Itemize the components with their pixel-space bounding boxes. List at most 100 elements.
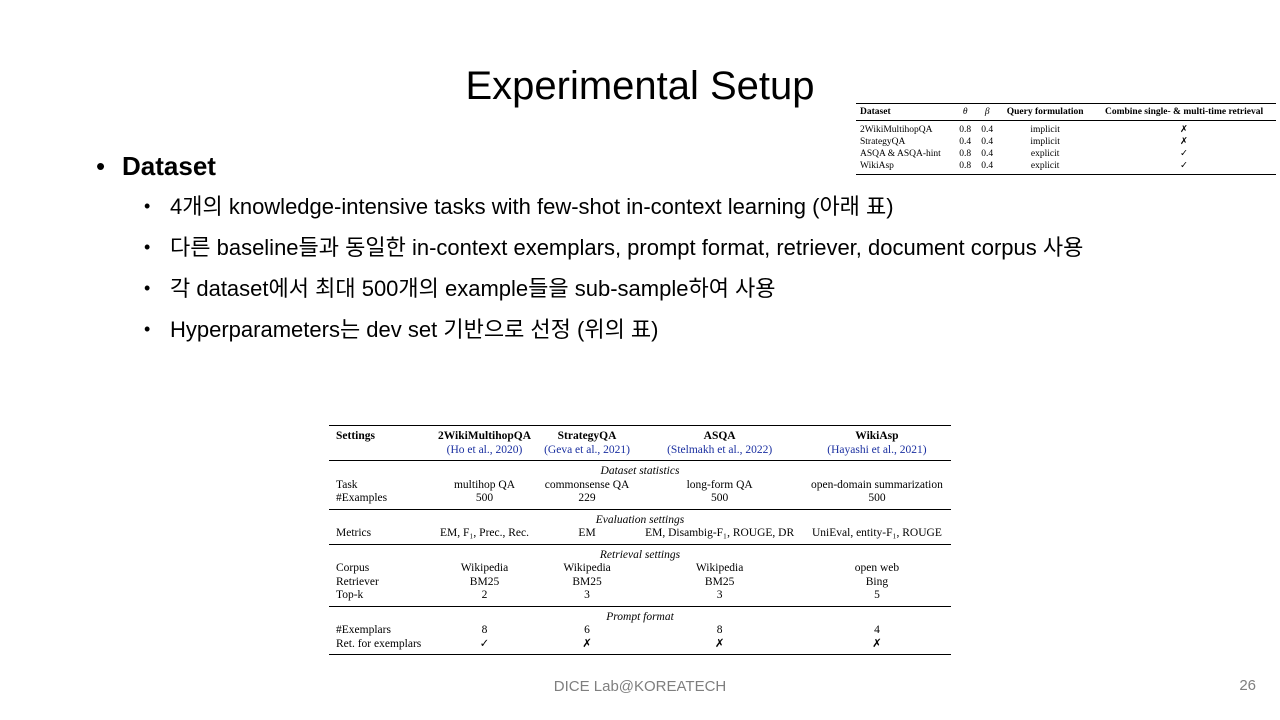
table-cell: Wikipedia <box>460 562 509 574</box>
mini-cell: ✓ <box>1092 160 1276 175</box>
section-prompt-format: Prompt format <box>606 610 674 623</box>
table-cell: 500 <box>431 492 538 510</box>
table-cell: 8 <box>716 624 723 636</box>
header-asqa: ASQA <box>636 425 803 444</box>
mini-cell: 0.4 <box>959 137 972 147</box>
mini-cell: implicit <box>1030 137 1060 147</box>
table-cell: 6 <box>584 624 590 636</box>
mini-cell: 0.4 <box>981 125 994 135</box>
page-number: 26 <box>1239 677 1256 694</box>
bullet-dot: • <box>144 319 151 339</box>
table-cell: 4 <box>874 624 880 636</box>
bullet-list: • Dataset • 4개의 knowledge-intensive task… <box>96 148 1186 354</box>
table-cell: long-form QA <box>686 478 753 491</box>
section-row: Dataset statistics <box>329 461 951 479</box>
row-label: Metrics <box>329 527 432 545</box>
bullet-dot: • <box>144 196 151 216</box>
mini-cell: StrategyQA <box>860 137 906 147</box>
table-cell: Wikipedia <box>695 562 744 574</box>
header-2wiki: 2WikiMultihopQA <box>431 425 538 444</box>
sub-bullet: • 4개의 knowledge-intensive tasks with few… <box>144 190 1186 223</box>
table-row: Retriever BM25 BM25 BM25 Bing <box>329 576 951 590</box>
mini-cell: explicit <box>998 160 1093 175</box>
table-row: Ret. for exemplars ✓ ✗ ✗ ✗ <box>329 637 951 655</box>
table-row: Task multihop QA commonsense QA long-for… <box>329 479 951 493</box>
sub-bullet: • 다른 baseline들과 동일한 in-context exemplars… <box>144 231 1186 264</box>
citation-cell: (Stelmakh et al., 2022) <box>636 443 803 461</box>
table-cell: 500 <box>636 492 803 510</box>
table-cell: 3 <box>537 589 637 607</box>
row-label: Ret. for exemplars <box>329 637 432 655</box>
table-cell: 8 <box>481 624 488 636</box>
table-row: #Examples 500 229 500 500 <box>329 492 951 510</box>
section-evaluation-settings: Evaluation settings <box>595 513 685 526</box>
table-cell: ✗ <box>802 637 951 655</box>
table-cell: multihop QA <box>453 478 515 491</box>
table-cell: 5 <box>802 589 951 607</box>
row-label: #Exemplars <box>336 624 391 636</box>
table-cell: EM <box>537 527 637 545</box>
table-row: Corpus Wikipedia Wikipedia Wikipedia ope… <box>329 562 951 576</box>
header-strategyqa: StrategyQA <box>537 425 637 444</box>
row-label: Top-k <box>329 589 432 607</box>
section-row: Retrieval settings <box>329 544 951 562</box>
sub-bullet-text: Hyperparameters는 dev set 기반으로 선정 (위의 표) <box>170 317 659 342</box>
slide-title: Experimental Setup <box>465 64 815 108</box>
mini-cell: ✗ <box>1180 125 1189 135</box>
table-cell: Bing <box>865 575 889 588</box>
table-cell: 3 <box>636 589 803 607</box>
section-dataset-statistics: Dataset statistics <box>600 465 680 477</box>
mini-cell: explicit <box>1030 149 1060 159</box>
header-wikiasp: WikiAsp <box>802 425 951 444</box>
table-cell: UniEval, entity-F₁, ROUGE <box>802 527 951 545</box>
table-cell: 500 <box>802 492 951 510</box>
table-cell: Wikipedia <box>563 562 611 574</box>
mini-cell: ✓ <box>1180 149 1189 159</box>
sub-bullet: • 각 dataset에서 최대 500개의 example들을 sub-sam… <box>144 272 1186 305</box>
mini-header-dataset: Dataset <box>856 103 955 121</box>
table-cell: BM25 <box>469 575 500 588</box>
table-cell: BM25 <box>572 575 602 588</box>
mini-header-row: Dataset θ β Query formulation Combine si… <box>856 103 1276 121</box>
table-cell: open web <box>854 562 900 574</box>
sub-bullet-text: 4개의 knowledge-intensive tasks with few-s… <box>170 194 894 219</box>
table-cell: ✗ <box>636 637 803 655</box>
table-cell: EM, F₁, Prec., Rec. <box>431 527 538 545</box>
row-label: Corpus <box>336 562 370 574</box>
bullet-dot: • <box>144 237 151 257</box>
sub-bullet-text: 다른 baseline들과 동일한 in-context exemplars, … <box>170 235 1084 260</box>
row-label: Task <box>336 478 358 491</box>
table-cell: ✓ <box>431 637 538 655</box>
mini-cell: ASQA & ASQA-hint <box>860 149 941 159</box>
table-cell: 229 <box>537 492 637 510</box>
section-row: Evaluation settings <box>329 509 951 527</box>
hyperparameter-table: Dataset θ β Query formulation Combine si… <box>856 103 1276 175</box>
section-retrieval-settings: Retrieval settings <box>599 548 681 561</box>
mini-row: WikiAsp 0.8 0.4 explicit ✓ <box>856 160 1276 175</box>
bullet-dataset: • Dataset <box>96 148 1186 184</box>
table-row: Top-k 2 3 3 5 <box>329 589 951 607</box>
sub-bullet-text: 각 dataset에서 최대 500개의 example들을 sub-sampl… <box>170 276 776 301</box>
settings-header-row: Settings 2WikiMultihopQA StrategyQA ASQA… <box>329 425 951 444</box>
table-cell: BM25 <box>704 575 735 588</box>
bullet-dot: • <box>144 278 151 298</box>
table-row: Metrics EM, F₁, Prec., Rec. EM EM, Disam… <box>329 527 951 545</box>
mini-header-combine: Combine single- & multi-time retrieval <box>1092 103 1276 121</box>
mini-row: StrategyQA 0.4 0.4 implicit ✗ <box>856 136 1276 148</box>
header-settings: Settings <box>329 425 432 444</box>
bullet-dot: • <box>96 151 106 181</box>
mini-cell: 0.8 <box>954 160 977 175</box>
citation-cell: (Hayashi et al., 2021) <box>802 443 951 461</box>
mini-cell: 0.8 <box>959 125 972 135</box>
citation-cell: (Ho et al., 2020) <box>431 443 538 461</box>
mini-row: ASQA & ASQA-hint 0.8 0.4 explicit ✓ <box>856 148 1276 160</box>
table-cell: ✗ <box>537 637 637 655</box>
table-cell: 2 <box>431 589 538 607</box>
mini-header-beta: β <box>976 103 999 121</box>
mini-cell: 0.8 <box>959 149 972 159</box>
mini-cell: 2WikiMultihopQA <box>860 125 933 135</box>
mini-cell: 0.4 <box>981 137 994 147</box>
mini-row: 2WikiMultihopQA 0.8 0.4 implicit ✗ <box>856 121 1276 137</box>
citation-cell <box>329 443 432 461</box>
mini-header-theta: θ <box>954 103 977 121</box>
